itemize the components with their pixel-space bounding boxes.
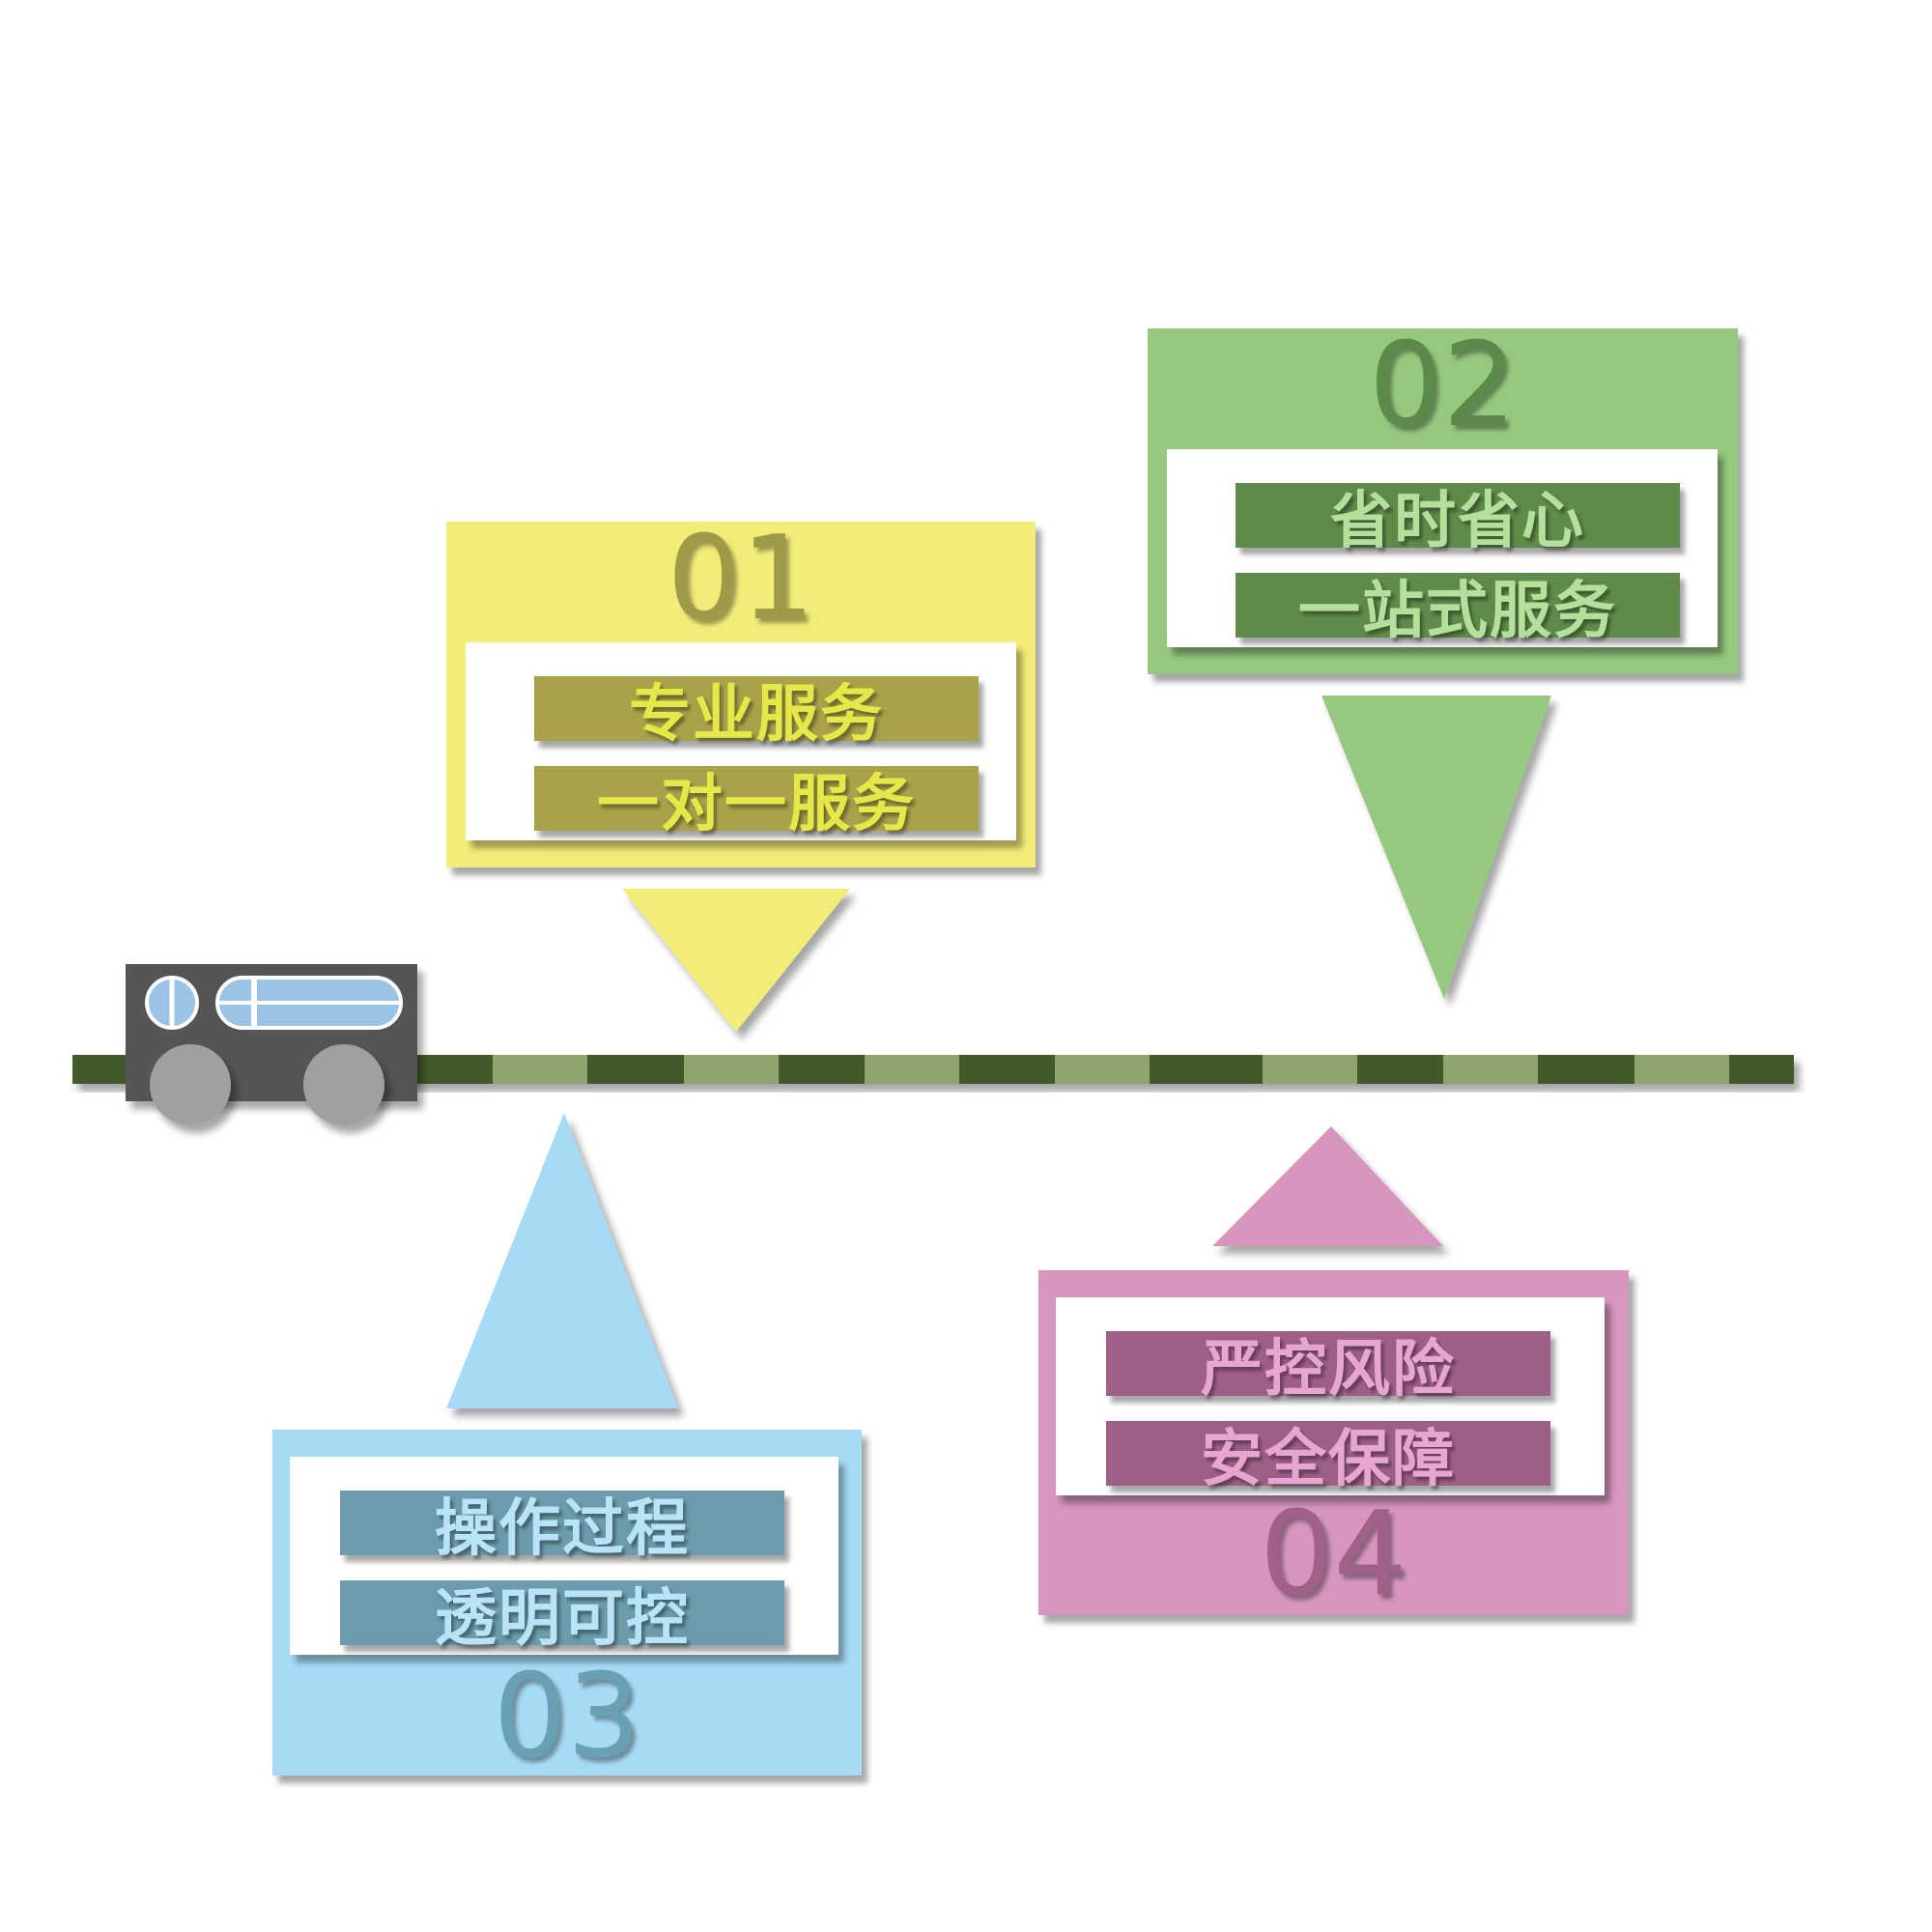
- pointer-04: [1212, 1126, 1443, 1246]
- card-01: 01 专业服务 一对一服务: [446, 522, 1036, 867]
- card-04: 严控风险 安全保障 04: [1038, 1270, 1629, 1615]
- card-03-line-1: 操作过程: [340, 1491, 784, 1565]
- card-01-line-1: 专业服务: [534, 676, 979, 751]
- card-02-line-2: 一站式服务: [1236, 573, 1680, 647]
- truck-icon: [126, 964, 417, 1125]
- card-02-content: 省时省心 一站式服务: [1167, 449, 1718, 647]
- card-03-content: 操作过程 透明可控: [290, 1457, 838, 1655]
- card-04-line-2: 安全保障: [1106, 1421, 1550, 1495]
- card-02-number: 02: [1369, 319, 1517, 453]
- card-01-number: 01: [667, 512, 815, 646]
- card-04-number: 04: [1260, 1488, 1407, 1622]
- card-04-content: 严控风险 安全保障: [1056, 1297, 1605, 1495]
- card-03: 操作过程 透明可控 03: [272, 1430, 862, 1776]
- card-03-line-2: 透明可控: [340, 1580, 784, 1655]
- card-03-number: 03: [493, 1650, 641, 1784]
- pointer-01: [622, 889, 850, 1032]
- pointer-02: [1321, 696, 1551, 999]
- card-02-line-1: 省时省心: [1236, 483, 1680, 557]
- card-01-content: 专业服务 一对一服务: [466, 642, 1016, 840]
- card-04-line-1: 严控风险: [1106, 1331, 1550, 1406]
- card-01-line-2: 一对一服务: [534, 766, 979, 840]
- pointer-03: [446, 1113, 678, 1408]
- card-02: 02 省时省心 一站式服务: [1148, 328, 1738, 674]
